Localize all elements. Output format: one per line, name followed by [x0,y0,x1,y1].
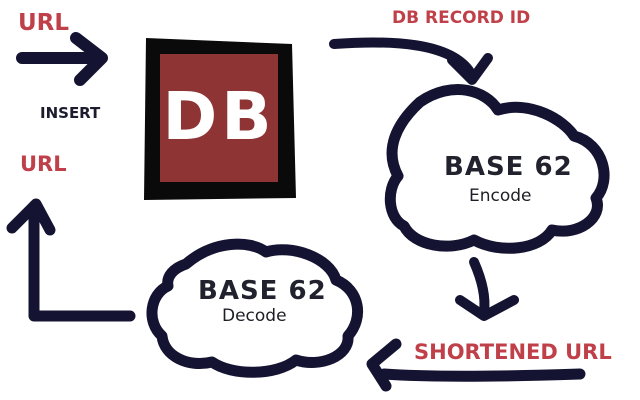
encode-cloud [384,84,610,254]
db-label: DB [162,78,276,155]
encode-subtitle: Encode [469,186,532,206]
url-output-label: URL [20,152,67,176]
arrow-shortened-to-decode [366,338,586,392]
decode-subtitle: Decode [222,306,287,326]
url-input-label: URL [18,10,70,36]
arrow-decode-to-url [6,198,136,322]
insert-label: INSERT [40,104,101,122]
db-record-id-label: DB RECORD ID [392,8,531,28]
shortened-url-label: SHORTENED URL [414,340,612,364]
arrow-db-to-encode [329,37,493,85]
encode-title: BASE 62 [444,152,573,182]
arrow-encode-to-shortened [455,257,519,321]
decode-title: BASE 62 [198,276,327,306]
input-arrow [16,32,108,86]
decode-cloud [146,238,363,378]
db-block [144,38,296,200]
